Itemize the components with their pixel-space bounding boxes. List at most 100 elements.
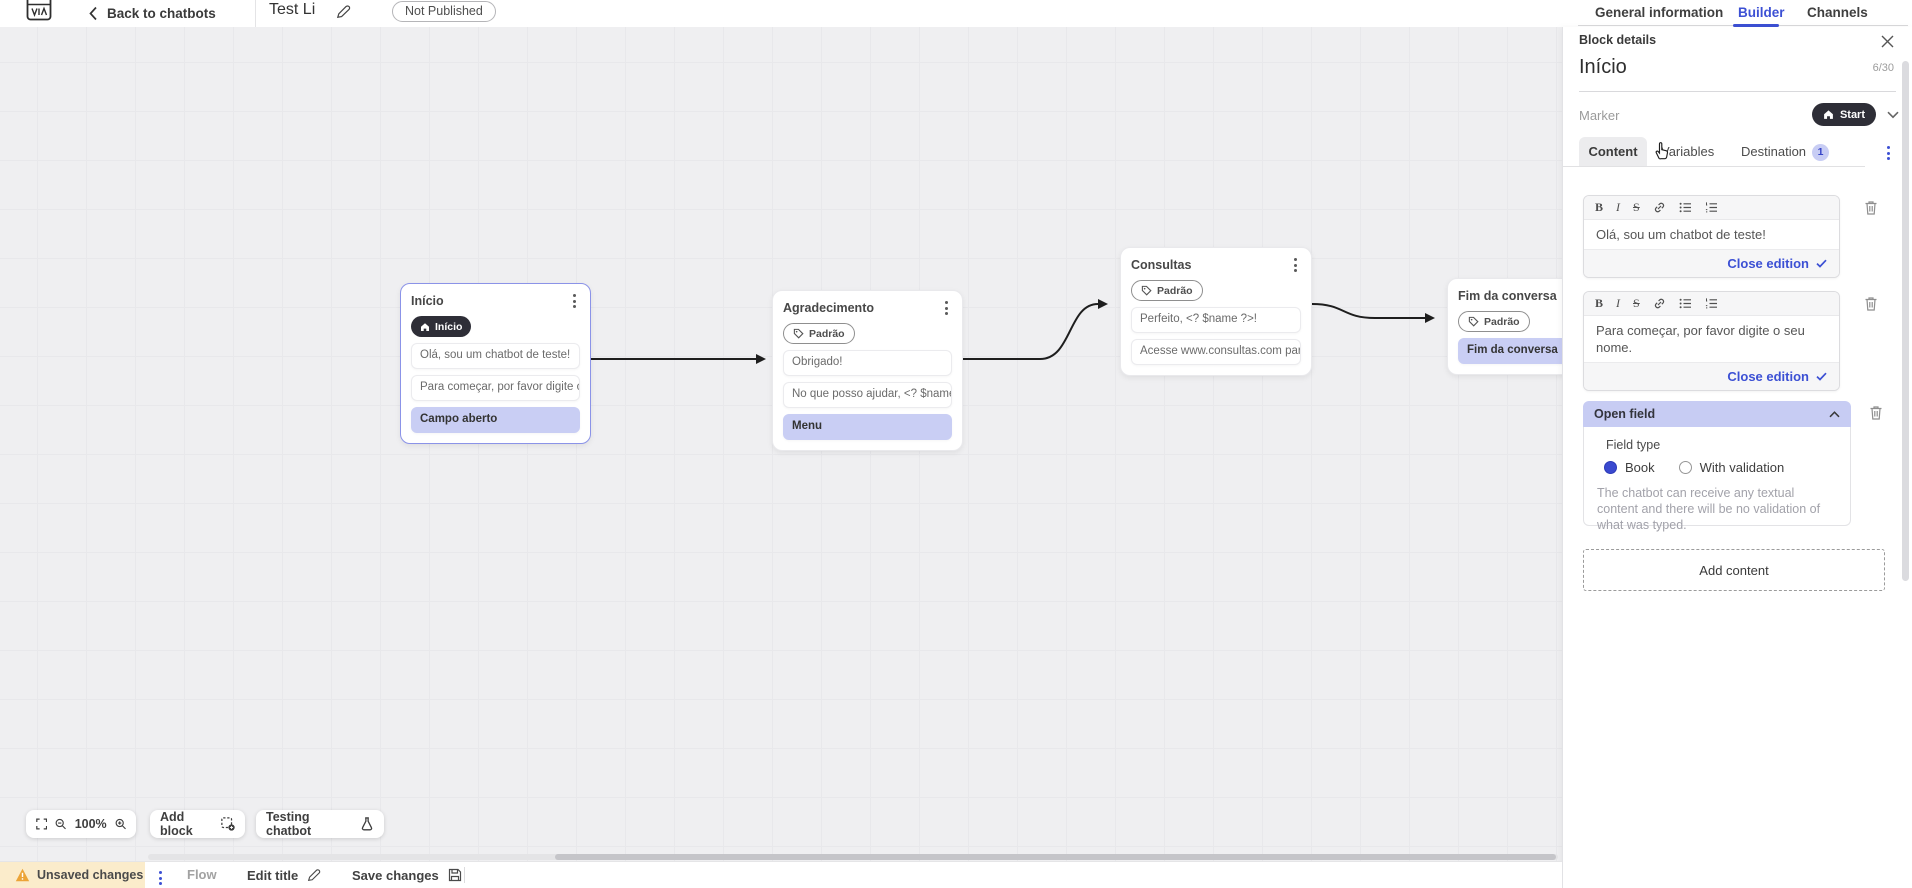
bold-icon[interactable]: B: [1595, 200, 1604, 214]
block-row-selected[interactable]: Fim da conversa: [1458, 338, 1562, 364]
divider: [464, 867, 465, 883]
edit-title-button[interactable]: Edit title: [247, 862, 321, 888]
kebab-menu-icon[interactable]: [569, 292, 580, 310]
radio-label: With validation: [1699, 460, 1785, 475]
flow-block-inicio[interactable]: Início Início Olá, sou um chatbot de tes…: [400, 283, 591, 444]
numbered-list-icon[interactable]: [1705, 297, 1718, 310]
flask-icon: [361, 817, 373, 831]
block-marker-badge: Padrão: [783, 323, 855, 344]
close-edition-button[interactable]: Close edition: [1727, 369, 1809, 384]
block-row[interactable]: Olá, sou um chatbot de teste!: [411, 343, 580, 369]
block-marker-badge: Padrão: [1458, 311, 1530, 332]
trash-icon[interactable]: [1863, 199, 1879, 216]
chatbot-title[interactable]: Test Li: [269, 1, 316, 18]
kebab-menu-icon[interactable]: [941, 299, 952, 317]
radio-option-book[interactable]: Book: [1604, 460, 1655, 475]
block-row[interactable]: Perfeito, <? $name ?>!: [1131, 307, 1301, 333]
flow-block-fim-da-conversa[interactable]: Fim da conversa Padrão Fim da conversa: [1447, 278, 1562, 375]
save-changes-button[interactable]: Save changes: [352, 862, 462, 888]
kebab-menu-icon[interactable]: [1290, 256, 1301, 274]
zoom-in-icon[interactable]: [115, 817, 126, 831]
close-icon[interactable]: [1881, 35, 1894, 48]
italic-icon[interactable]: I: [1616, 200, 1621, 214]
strikethrough-icon[interactable]: S: [1633, 296, 1640, 310]
field-type-options: Book With validation: [1604, 460, 1837, 475]
open-field-header[interactable]: Open field: [1583, 401, 1851, 427]
block-title: Fim da conversa: [1458, 289, 1557, 303]
zoom-level: 100%: [74, 817, 107, 831]
editor-footer: Close edition: [1584, 362, 1839, 390]
top-tabs: General information Builder Channels: [1562, 0, 1912, 27]
block-row[interactable]: Acesse www.consultas.com par...: [1131, 339, 1301, 365]
tab-variables[interactable]: Variables: [1661, 144, 1715, 159]
floppy-disk-icon: [448, 868, 461, 882]
chevron-down-icon[interactable]: [1887, 111, 1899, 119]
fullscreen-icon[interactable]: [36, 817, 48, 831]
field-type-label: Field type: [1606, 438, 1661, 452]
open-field-body: Field type Book With validation The chat…: [1583, 427, 1851, 532]
flow-label[interactable]: Flow: [187, 867, 217, 882]
bold-icon[interactable]: B: [1595, 296, 1604, 310]
marker-select[interactable]: Start: [1811, 103, 1876, 126]
strikethrough-icon[interactable]: S: [1633, 200, 1640, 214]
active-tab-indicator: [1733, 24, 1779, 27]
divider: [255, 0, 256, 27]
editor-text[interactable]: Para começar, por favor digite o seu nom…: [1596, 323, 1805, 355]
app-logo-icon: [26, 0, 52, 21]
block-row-selected[interactable]: Menu: [783, 414, 952, 440]
status-bar: Unsaved changes Flow Edit title Save cha…: [0, 861, 1562, 888]
block-marker-badge: Padrão: [1131, 280, 1203, 301]
tag-icon: [1141, 285, 1152, 296]
radio-label: Book: [1625, 460, 1655, 475]
editor-toolbar: B I S: [1584, 292, 1839, 316]
testing-chatbot-button[interactable]: Testing chatbot: [256, 810, 384, 838]
block-marker-label: Início: [435, 320, 463, 333]
block-title: Início: [411, 294, 444, 308]
editor-text[interactable]: Olá, sou um chatbot de teste!: [1596, 227, 1766, 242]
check-icon: [1816, 259, 1827, 268]
zoom-out-icon[interactable]: [55, 817, 67, 831]
tabs-kebab-menu-icon[interactable]: [1883, 144, 1894, 162]
panel-vscrollbar-thumb[interactable]: [1902, 61, 1909, 581]
block-name-input[interactable]: Início: [1579, 56, 1627, 78]
canvas-hscrollbar-thumb[interactable]: [555, 854, 1556, 860]
tab-builder[interactable]: Builder: [1738, 5, 1785, 20]
link-icon[interactable]: [1653, 201, 1666, 214]
radio-option-with-validation[interactable]: With validation: [1678, 460, 1785, 475]
chevron-up-icon: [1829, 410, 1840, 417]
statusbar-kebab-menu-icon[interactable]: [155, 869, 166, 887]
block-details-panel: Block details Início 6/30 Marker Start C…: [1562, 27, 1912, 888]
trash-icon[interactable]: [1868, 404, 1884, 421]
block-marker-label: Padrão: [1157, 284, 1193, 297]
divider: [1579, 91, 1896, 92]
char-counter: 6/30: [1872, 62, 1894, 74]
tab-content[interactable]: Content: [1579, 137, 1647, 166]
link-icon[interactable]: [1653, 297, 1666, 310]
add-block-button[interactable]: Add block: [150, 810, 245, 838]
add-content-button[interactable]: Add content: [1583, 549, 1885, 591]
bullet-list-icon[interactable]: [1679, 297, 1692, 310]
block-row-selected[interactable]: Campo aberto: [411, 407, 580, 433]
text-editor: B I S Para começar, por favor digite o s…: [1583, 291, 1840, 391]
italic-icon[interactable]: I: [1616, 296, 1621, 310]
home-icon: [1824, 110, 1833, 119]
close-edition-button[interactable]: Close edition: [1727, 256, 1809, 271]
tab-general-information[interactable]: General information: [1595, 5, 1724, 20]
tab-channels[interactable]: Channels: [1807, 5, 1868, 20]
field-type-description: The chatbot can receive any textual cont…: [1597, 486, 1821, 532]
flow-canvas[interactable]: Início Início Olá, sou um chatbot de tes…: [0, 27, 1562, 861]
block-row[interactable]: No que posso ajudar, <? $name ...: [783, 382, 952, 408]
edit-title-pencil-icon[interactable]: [336, 4, 351, 19]
flow-block-consultas[interactable]: Consultas Padrão Perfeito, <? $name ?>! …: [1120, 247, 1312, 376]
flow-block-agradecimento[interactable]: Agradecimento Padrão Obrigado! No que po…: [772, 290, 963, 451]
block-row[interactable]: Obrigado!: [783, 350, 952, 376]
status-badge: Not Published: [392, 1, 496, 22]
bullet-list-icon[interactable]: [1679, 201, 1692, 214]
numbered-list-icon[interactable]: [1705, 201, 1718, 214]
back-to-chatbots-button[interactable]: Back to chatbots: [88, 0, 216, 27]
add-block-label: Add block: [160, 810, 193, 838]
block-row[interactable]: Para começar, por favor digite o ...: [411, 375, 580, 401]
trash-icon[interactable]: [1863, 295, 1879, 312]
marker-value: Start: [1839, 108, 1865, 121]
